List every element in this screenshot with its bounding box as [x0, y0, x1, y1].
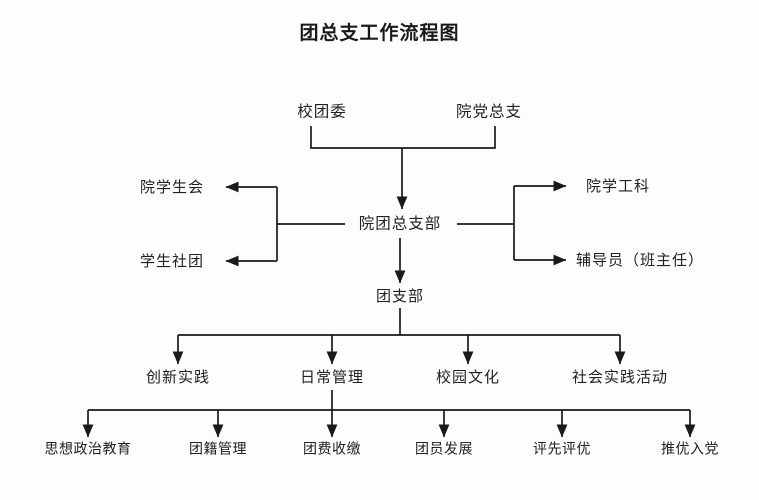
node-college-student-union[interactable]: 院学生会 [139, 177, 205, 196]
node-innovation-practice[interactable]: 创新实践 [145, 367, 211, 386]
node-college-student-affairs[interactable]: 院学工科 [585, 176, 651, 195]
node-student-clubs[interactable]: 学生社团 [139, 251, 205, 270]
node-school-league-committee[interactable]: 校团委 [297, 102, 347, 121]
edge-top-merge-bus [310, 126, 496, 149]
node-college-league-branch[interactable]: 院团总支部 [358, 214, 442, 233]
node-party-recommendation[interactable]: 推优入党 [661, 441, 719, 458]
page-title: 团总支工作流程图 [299, 22, 460, 44]
node-college-party-branch[interactable]: 院党总支 [455, 102, 523, 121]
node-excellence-evaluation[interactable]: 评先评优 [533, 441, 591, 458]
node-fee-collection[interactable]: 团费收缴 [303, 441, 361, 458]
node-ideological-education[interactable]: 思想政治教育 [44, 441, 132, 458]
node-league-branch[interactable]: 团支部 [375, 286, 425, 305]
node-campus-culture[interactable]: 校园文化 [435, 367, 501, 386]
node-social-practice[interactable]: 社会实践活动 [571, 367, 669, 386]
node-member-development[interactable]: 团员发展 [415, 441, 473, 458]
node-daily-management[interactable]: 日常管理 [299, 367, 365, 386]
node-membership-management[interactable]: 团籍管理 [189, 441, 247, 458]
node-counselor-head-teacher[interactable]: 辅导员（班主任） [575, 250, 705, 269]
